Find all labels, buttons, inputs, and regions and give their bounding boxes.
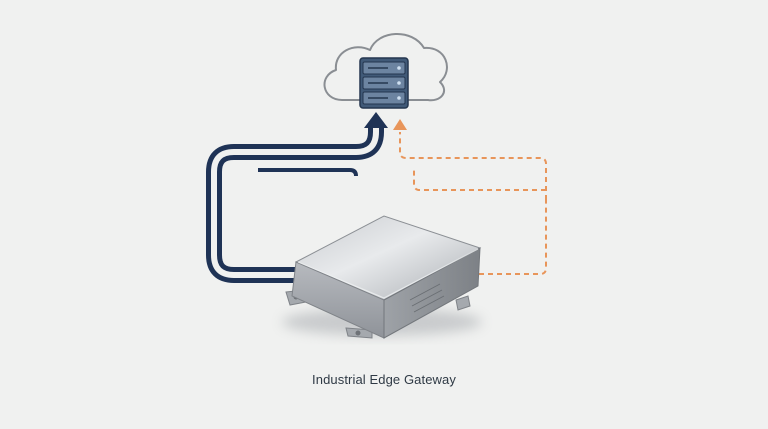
edge-gateway-box-icon (282, 215, 482, 339)
primary-arrow-head (364, 112, 388, 128)
secondary-uplink-line (393, 119, 547, 275)
primary-uplink-line (206, 112, 388, 283)
device-label: Industrial Edge Gateway (312, 372, 456, 387)
secondary-arrow-head (393, 119, 407, 130)
server-rack-icon (359, 57, 409, 109)
